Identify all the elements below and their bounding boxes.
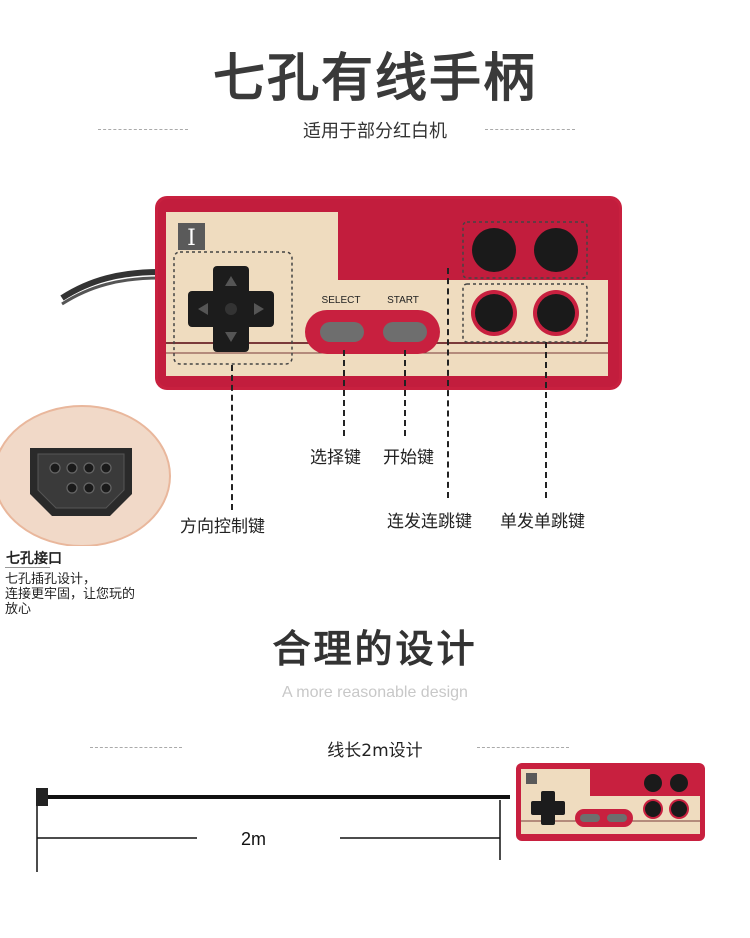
cable-divider-left [90,747,182,748]
section-title: 合理的设计 [272,627,478,671]
single-callout-line [545,342,547,498]
start-label: START [387,295,419,306]
connector-title-underline [5,567,50,568]
turbo-a-button [534,228,578,272]
controller-illustration: I SELECT START [60,196,622,390]
player-badge [178,223,205,250]
connector-description-line: 连接更牢固，让您玩的 [5,587,136,602]
connector-description: 七孔插孔设计， 连接更牢固，让您玩的 放心 [5,572,135,617]
connector-description-line: 七孔插孔设计， [5,572,97,587]
subtitle-divider-right [485,129,575,130]
connector-socket [37,453,125,509]
small-controller [516,763,705,841]
cable-length-diagram [36,763,705,872]
turbo-b-button [472,228,516,272]
connector-title: 七孔接口 [6,551,62,567]
section-subtitle-en: A more reasonable design [282,684,468,701]
page-subtitle: 适用于部分红白机 [303,121,447,142]
dpad-icon [188,266,274,352]
connector-description-line: 放心 [5,602,32,617]
player-badge-text: I [187,226,196,251]
page-title: 七孔有线手柄 [212,49,537,109]
select-label: SELECT [322,295,361,306]
select-button [320,322,364,342]
connector-pin-holes [49,462,112,494]
dpad-callout-line [231,365,233,510]
select-key-label: 选择键 [310,448,361,468]
cable-caption: 线长2m设计 [327,741,423,761]
start-button [383,322,427,342]
select-callout-line [343,350,345,436]
controller-cable [60,269,161,301]
subtitle-divider-left [98,129,188,130]
turbo-buttons-label: 连发连跳键 [387,512,472,532]
start-callout-line [404,350,406,436]
connector-closeup [0,405,171,546]
turbo-callout-line [447,268,449,498]
cable-divider-right [477,747,569,748]
cable-length-label: 2m [241,829,267,849]
dpad-label: 方向控制键 [180,517,265,537]
start-key-label: 开始键 [383,448,434,468]
single-buttons-label: 单发单跳键 [500,512,585,532]
cable-plug [36,788,48,806]
